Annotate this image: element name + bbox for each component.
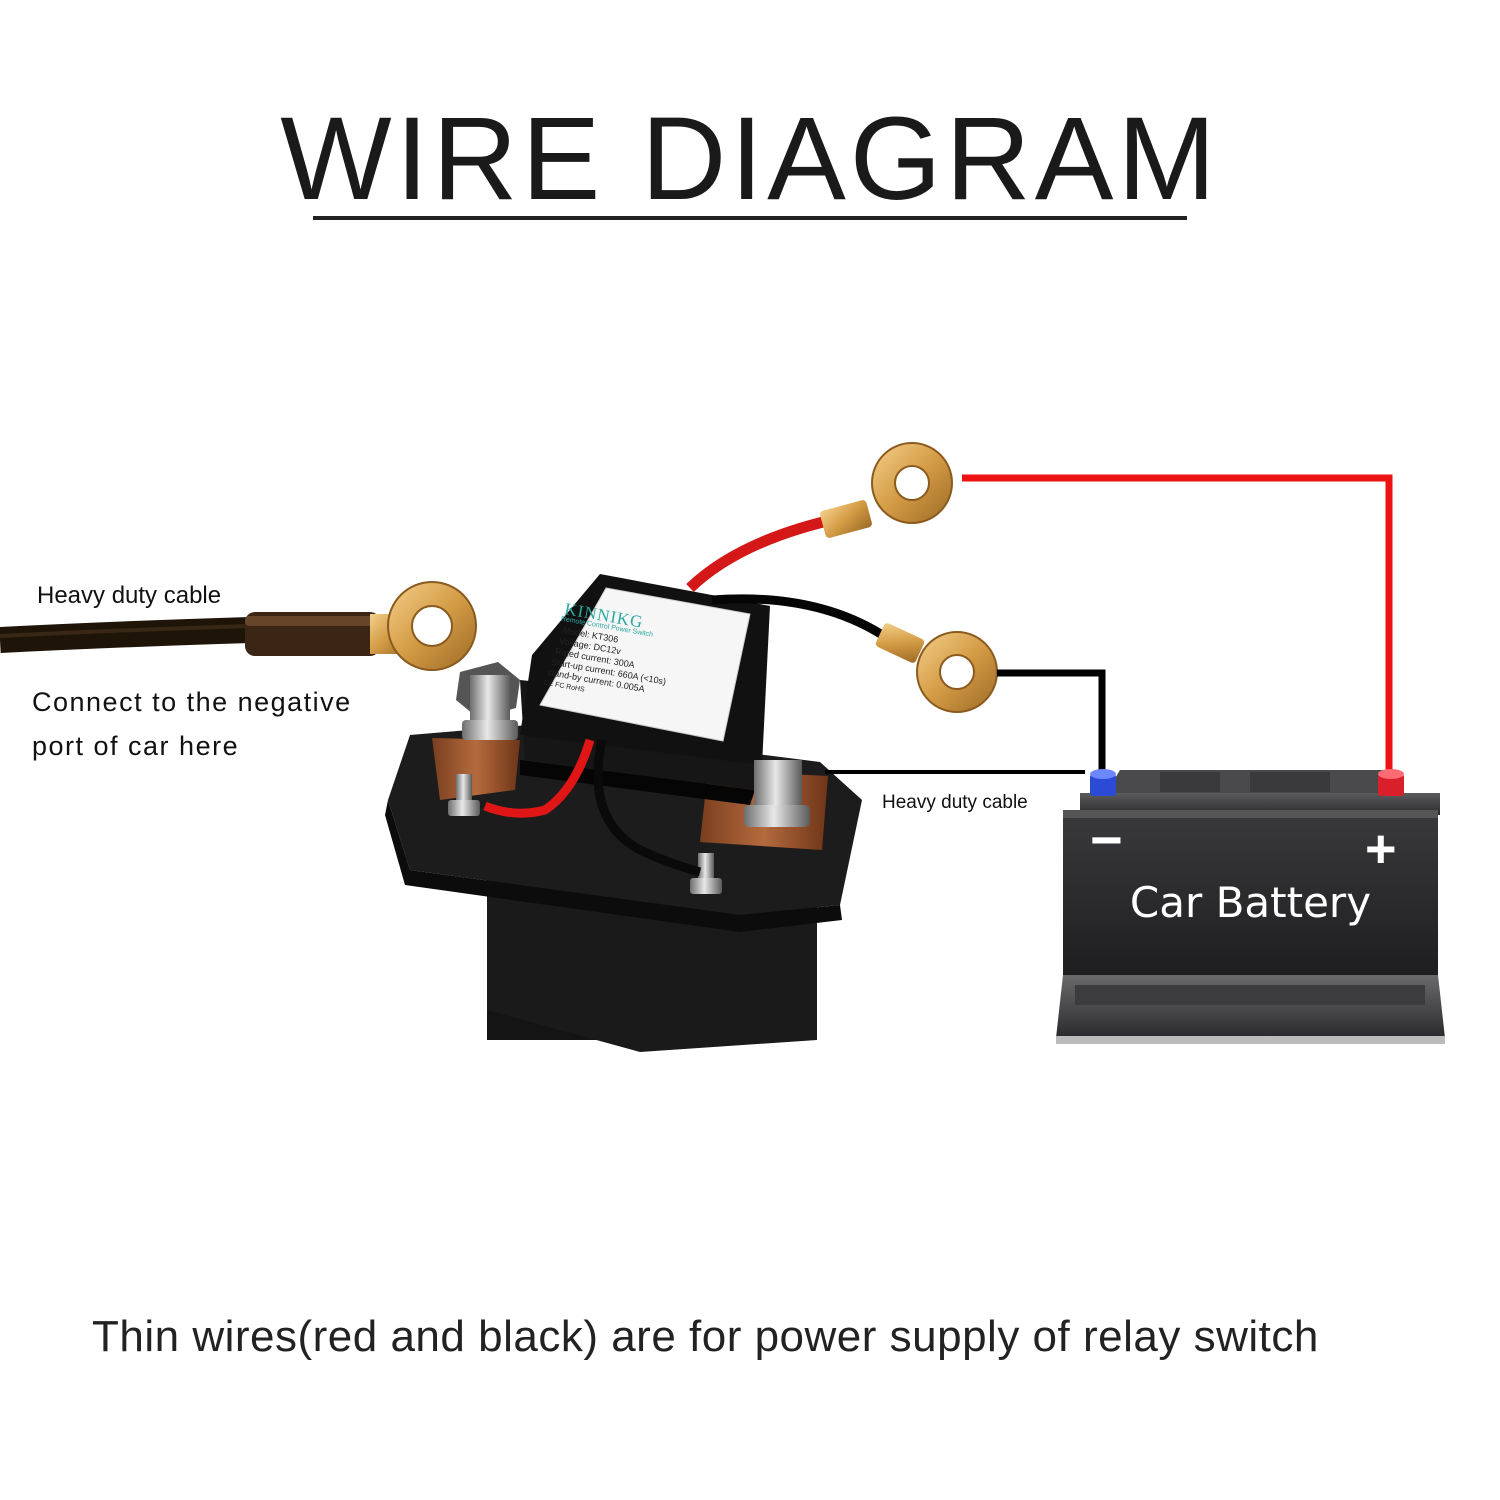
black-connection-line — [997, 669, 1106, 770]
relay-switch — [385, 574, 862, 1052]
battery-name: Car Battery — [1129, 878, 1372, 927]
thin-red-wire-internal — [483, 738, 595, 818]
heavy-cable-right-label: Heavy duty cable — [882, 792, 1028, 813]
battery-negative-symbol: − — [1090, 808, 1123, 871]
thin-black-wire-internal — [593, 739, 702, 877]
title-underline — [313, 216, 1187, 220]
thin-red-wire — [686, 512, 842, 592]
heavy-cable-left-label: Heavy duty cable — [37, 582, 222, 609]
connect-negative-note: Connect to the negative port of car here — [32, 680, 352, 768]
page-title: WIRE DIAGRAM — [280, 93, 1220, 225]
ring-terminal-black — [875, 623, 998, 713]
car-battery — [1056, 769, 1445, 1044]
thin-black-wire — [711, 594, 893, 644]
connect-negative-line1: Connect to the negative — [32, 687, 352, 717]
heavy-cable-left — [0, 612, 380, 656]
footer-note: Thin wires(red and black) are for power … — [92, 1312, 1319, 1361]
red-connection-line — [962, 474, 1393, 770]
connect-negative-line2: port of car here — [32, 731, 240, 761]
ring-terminal-red — [820, 442, 953, 538]
battery-positive-symbol: + — [1365, 819, 1397, 879]
ring-terminal-left — [370, 581, 477, 671]
